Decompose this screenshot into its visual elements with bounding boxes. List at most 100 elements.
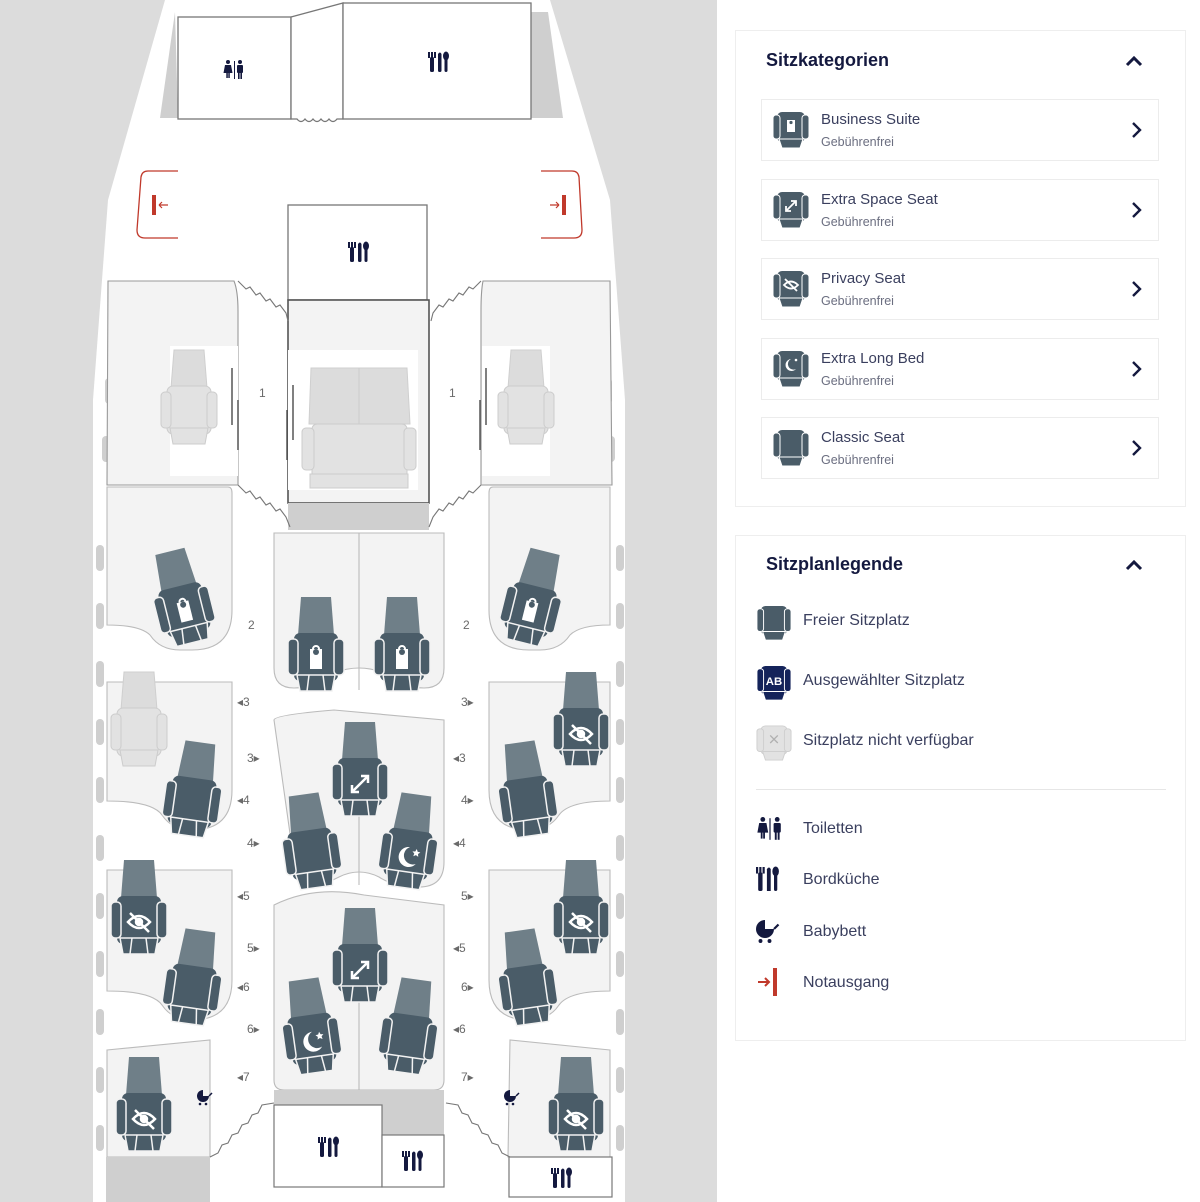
row-label: 2	[248, 618, 255, 632]
available-seat-icon	[756, 605, 792, 641]
row-label: ◂6	[237, 980, 250, 994]
category-price: Gebührenfrei	[821, 135, 894, 149]
legend-label: Babybett	[803, 923, 867, 940]
chevron-right-icon	[1132, 361, 1142, 377]
category-name: Business Suite	[821, 111, 921, 128]
category-name: Extra Space Seat	[821, 191, 938, 208]
panel-title: Sitzplanlegende	[766, 554, 904, 574]
legend-label: Bordküche	[803, 871, 880, 888]
seat-2-center-right[interactable]	[373, 595, 431, 691]
legend-label: Toiletten	[803, 820, 863, 837]
panel-title: Sitzkategorien	[766, 50, 890, 70]
category-price: Gebührenfrei	[821, 215, 894, 229]
seat-1-center-double	[301, 367, 417, 489]
row-label: ◂6	[453, 1022, 466, 1036]
seat-5-right-aisle[interactable]	[497, 928, 555, 1024]
category-business-suite[interactable]: Business Suite Gebührenfrei	[761, 99, 1159, 161]
row-label: ◂5	[453, 941, 466, 955]
category-privacy-seat[interactable]: Privacy Seat Gebührenfrei	[761, 258, 1159, 320]
emergency-exit-icon	[758, 968, 777, 996]
seat-6-center-left[interactable]	[281, 977, 339, 1073]
toilet-icon	[757, 817, 781, 840]
row-label: 3▸	[461, 695, 474, 709]
selected-seat-icon: AB	[756, 665, 792, 701]
seat-map: 1 1 2 2 ◂3 3▸ 3▸ ◂3 ◂4 4▸ 4▸ ◂4 ◂5 5▸ 5▸…	[0, 0, 717, 1202]
legend-label: Freier Sitzplatz	[803, 612, 910, 629]
galley-icon	[348, 241, 369, 262]
row-label: ◂7	[237, 1070, 250, 1084]
seat-5-left-window[interactable]	[110, 858, 168, 954]
seatmap-legend-panel: Sitzplanlegende Freier Sitzplatz AB Ausg…	[735, 535, 1186, 1041]
seat-categories-panel: Sitzkategorien Business Suite Gebührenfr…	[735, 30, 1186, 507]
seat-4-center-left[interactable]	[281, 792, 339, 888]
category-name: Classic Seat	[821, 429, 905, 446]
row-label: 1	[449, 386, 456, 400]
galley-icon	[428, 51, 449, 72]
category-price: Gebührenfrei	[821, 374, 894, 388]
extra-space-seat-icon	[772, 192, 810, 229]
category-name: Privacy Seat	[821, 270, 906, 287]
category-extra-long-bed[interactable]: Extra Long Bed Gebührenfrei	[761, 338, 1159, 400]
legend-label: Sitzplatz nicht verfügbar	[803, 732, 974, 749]
seat-5-left-aisle[interactable]	[165, 928, 223, 1024]
seat-2-left[interactable]	[150, 548, 212, 644]
seat-7-left[interactable]	[115, 1055, 173, 1151]
legend-available-seat: Freier Sitzplatz	[756, 603, 1156, 643]
legend-divider	[756, 789, 1166, 790]
category-classic-seat[interactable]: Classic Seat Gebührenfrei	[761, 417, 1159, 479]
row-label: 2	[463, 618, 470, 632]
category-name: Extra Long Bed	[821, 350, 925, 367]
chevron-up-icon[interactable]	[1123, 50, 1145, 72]
chevron-right-icon	[1132, 440, 1142, 456]
seat-6-center-right[interactable]	[381, 977, 439, 1073]
seat-2-center-left[interactable]	[287, 595, 345, 691]
galley-icon	[551, 1167, 572, 1188]
cabin-floorplan	[93, 0, 625, 1202]
seat-4-center-right[interactable]	[381, 792, 439, 888]
seat-3-right-aisle[interactable]	[497, 740, 555, 836]
seat-3-right-window[interactable]	[552, 670, 610, 766]
row-label: 7▸	[461, 1070, 474, 1084]
row-label: 4▸	[461, 793, 474, 807]
svg-text:AB: AB	[766, 676, 782, 688]
legend-label: Notausgang	[803, 974, 890, 991]
category-price: Gebührenfrei	[821, 294, 894, 308]
chevron-right-icon	[1132, 122, 1142, 138]
row-label: 1	[259, 386, 266, 400]
row-label: ◂5	[237, 889, 250, 903]
galley-icon	[318, 1136, 339, 1157]
seat-5-right-window[interactable]	[552, 858, 610, 954]
row-label: 5▸	[461, 889, 474, 903]
classic-seat-icon	[772, 430, 810, 467]
chevron-up-icon[interactable]	[1123, 554, 1145, 576]
chevron-right-icon	[1132, 202, 1142, 218]
row-label: ◂4	[453, 836, 466, 850]
legend-unavailable-seat: Sitzplatz nicht verfügbar	[756, 723, 1156, 763]
privacy-seat-icon	[772, 271, 810, 308]
chevron-right-icon	[1132, 281, 1142, 297]
galley-icon	[402, 1150, 423, 1171]
extra-long-bed-seat-icon	[772, 351, 810, 388]
row-label: ◂3	[237, 695, 250, 709]
legend-emergency-exit: Notausgang	[756, 965, 1156, 1005]
seat-7-right[interactable]	[547, 1055, 605, 1151]
row-label: 6▸	[461, 980, 474, 994]
legend-toilets: Toiletten	[756, 811, 1156, 851]
legend-label: Ausgewählter Sitzplatz	[803, 672, 965, 689]
legend-selected-seat: AB Ausgewählter Sitzplatz	[756, 663, 1156, 703]
bassinet-icon	[756, 920, 780, 943]
row-label: 6▸	[247, 1022, 260, 1036]
legend-galley: Bordküche	[756, 862, 1156, 902]
seat-2-right[interactable]	[505, 548, 567, 644]
business-suite-seat-icon	[772, 112, 810, 149]
row-label: ◂4	[237, 793, 250, 807]
row-label: 3▸	[247, 751, 260, 765]
row-label: 4▸	[247, 836, 260, 850]
category-extra-space-seat[interactable]: Extra Space Seat Gebührenfrei	[761, 179, 1159, 241]
seat-3-left-aisle[interactable]	[165, 740, 223, 836]
row-label: 5▸	[247, 941, 260, 955]
unavailable-seat-icon	[756, 725, 792, 761]
row-label: ◂3	[453, 751, 466, 765]
legend-bassinet: Babybett	[756, 914, 1156, 954]
category-price: Gebührenfrei	[821, 453, 894, 467]
